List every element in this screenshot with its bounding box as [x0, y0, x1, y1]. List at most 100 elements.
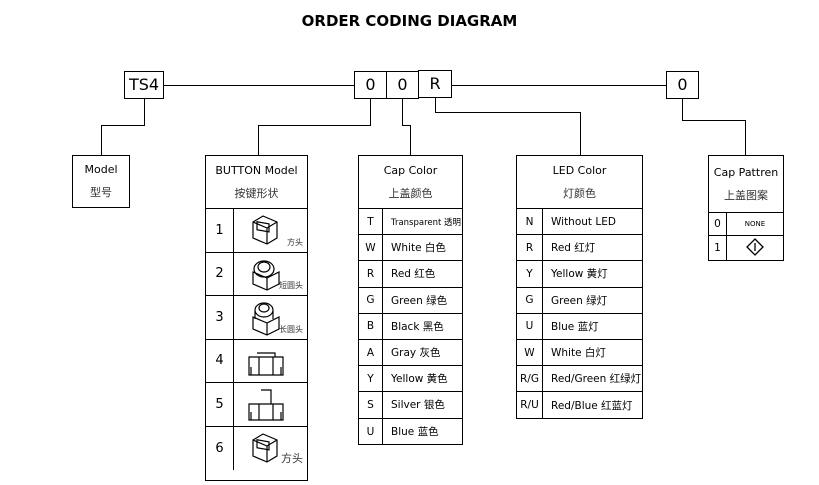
- row-code: Y: [359, 366, 383, 392]
- led-color-label: LED Color: [552, 163, 607, 177]
- row-label: Green 绿色: [391, 294, 448, 307]
- row-label: Red 红色: [391, 268, 436, 281]
- row-code: B: [359, 313, 383, 339]
- model-label: Model: [84, 163, 118, 176]
- row-code: T: [359, 209, 383, 235]
- row-code: A: [359, 339, 383, 366]
- button-shape-note: 方头: [281, 452, 303, 465]
- row-code: 4: [206, 339, 234, 382]
- row-label: Yellow 黄灯: [551, 268, 608, 281]
- row-code: 6: [206, 426, 234, 470]
- table-row: B Black 黑色: [359, 313, 462, 340]
- row-code: 2: [206, 252, 234, 295]
- table-row: 4: [206, 339, 307, 383]
- diamond-indicator-icon: [746, 237, 764, 256]
- short-round-cap-button-icon: [252, 259, 280, 291]
- cap-pattern-table: Cap Pattren 上盖图案 0 NONE 1: [708, 155, 784, 261]
- table-row: N Without LED: [517, 209, 642, 236]
- row-code: R/U: [517, 392, 543, 419]
- code-led-color: R: [418, 70, 452, 98]
- row-code: 1: [709, 236, 727, 260]
- row-code: G: [517, 287, 543, 313]
- table-row: 3 长圆头: [206, 296, 307, 340]
- row-label: Gray 灰色: [391, 347, 441, 360]
- row-label: Blue 蓝灯: [551, 320, 599, 333]
- row-code: S: [359, 392, 383, 418]
- row-label: White 白灯: [551, 347, 606, 360]
- code-cap-color: 0: [386, 71, 419, 99]
- long-round-cap-button-icon: [252, 302, 280, 336]
- table-row: A Gray 灰色: [359, 339, 462, 367]
- row-label: Red/Blue 红蓝灯: [551, 399, 633, 412]
- button-shape-note: 方头: [287, 237, 303, 247]
- row-code: R: [359, 261, 383, 287]
- table-row: R Red 红色: [359, 261, 462, 288]
- row-code: R/G: [517, 366, 543, 392]
- row-code: W: [359, 235, 383, 261]
- table-row: 0 NONE: [709, 213, 783, 236]
- table-row: 2 短圆头: [206, 252, 307, 296]
- table-row: 5: [206, 383, 307, 427]
- row-label: Black 黑色: [391, 320, 444, 333]
- row-code: Y: [517, 261, 543, 287]
- row-label: Silver 银色: [391, 399, 445, 412]
- led-color-label-zh: 灯颜色: [563, 186, 596, 200]
- table-row: G Green 绿灯: [517, 287, 642, 314]
- table-row: R Red 红灯: [517, 235, 642, 262]
- button-shape-note: 长圆头: [279, 324, 303, 334]
- row-label: Without LED: [551, 215, 616, 228]
- cap-color-header: Cap Color 上盖颜色: [359, 156, 462, 209]
- cap-color-label-zh: 上盖颜色: [388, 186, 433, 200]
- button-shape-note: 短圆头: [279, 281, 303, 290]
- row-code: 3: [206, 296, 234, 339]
- row-code: W: [517, 339, 543, 366]
- button-model-label-zh: 按键形状: [234, 186, 279, 200]
- table-row: 6 方头: [206, 426, 307, 470]
- row-label: Green 绿灯: [551, 294, 608, 307]
- table-row: W White 白灯: [517, 339, 642, 367]
- row-label: NONE: [744, 220, 766, 228]
- table-row: G Green 绿色: [359, 287, 462, 314]
- row-label: Red 红灯: [551, 242, 596, 255]
- button-model-table: BUTTON Model 按键形状 1 方头 2 短圆头 3 长圆头 4 5 6…: [205, 155, 308, 481]
- row-code: G: [359, 287, 383, 313]
- table-row: U Blue 蓝灯: [517, 313, 642, 340]
- row-code: U: [517, 313, 543, 339]
- row-code: 5: [206, 383, 234, 426]
- row-code: 1: [206, 209, 234, 252]
- row-code: N: [517, 209, 543, 235]
- row-label: White 白色: [391, 242, 446, 255]
- row-code: R: [517, 235, 543, 261]
- row-code: U: [359, 418, 383, 445]
- row-code: 0: [709, 213, 727, 235]
- cap-pattern-label-zh: 上盖图案: [724, 188, 768, 202]
- raised-switch-side-icon: [248, 389, 284, 421]
- table-row: 1: [709, 236, 783, 260]
- led-color-table: LED Color 灯颜色 N Without LED R Red 红灯 Y Yellow…: [516, 155, 643, 419]
- diagram-title: ORDER CODING DIAGRAM: [301, 12, 518, 30]
- row-label: Yellow 黄色: [391, 373, 448, 386]
- led-color-header: LED Color 灯颜色: [517, 156, 642, 209]
- code-cap-pattern: 0: [666, 71, 699, 99]
- square-cap-button-icon: [252, 215, 278, 245]
- table-row: U Blue 蓝色: [359, 418, 462, 445]
- flat-switch-side-icon: [248, 351, 284, 376]
- table-row: R/U Red/Blue 红蓝灯: [517, 392, 642, 419]
- cap-color-label: Cap Color: [383, 163, 438, 177]
- table-row: 1 方头: [206, 209, 307, 253]
- table-row: W White 白色: [359, 235, 462, 262]
- button-model-header: BUTTON Model 按键形状: [206, 156, 307, 209]
- model-header: Model 型号: [73, 156, 129, 207]
- table-row: S Silver 银色: [359, 392, 462, 419]
- row-label: Blue 蓝色: [391, 426, 439, 439]
- code-button-model: 0: [354, 71, 387, 99]
- table-row: Y Yellow 黄灯: [517, 261, 642, 288]
- cap-pattern-label: Cap Pattren: [713, 165, 779, 179]
- square-cap-button-icon: [252, 432, 278, 463]
- cap-pattern-header: Cap Pattren 上盖图案: [709, 156, 783, 213]
- model-label-zh: 型号: [90, 186, 112, 199]
